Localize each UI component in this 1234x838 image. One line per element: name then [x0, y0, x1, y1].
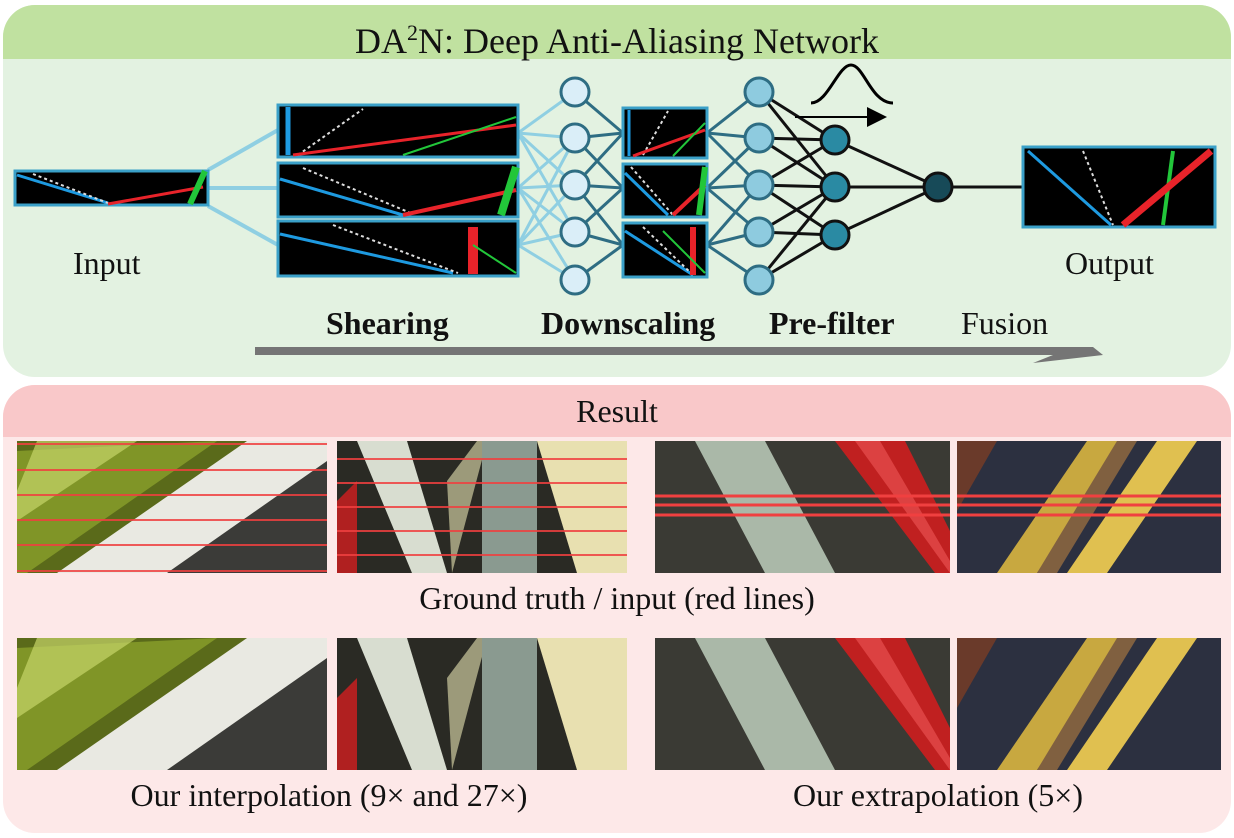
downscaled-image-3 — [621, 221, 709, 279]
node — [743, 264, 775, 296]
input-label: Input — [73, 245, 141, 281]
node — [559, 216, 591, 248]
extrapolation-image-1 — [655, 638, 950, 770]
node — [559, 122, 591, 154]
caption-interpolation: Our interpolation (9× and 27×) — [130, 777, 528, 813]
prefilter-nodes — [819, 124, 851, 251]
input-to-shearing-links — [207, 128, 279, 247]
node — [819, 171, 851, 203]
downscaled-image-2 — [621, 162, 709, 219]
downscaled-image-1 — [621, 106, 709, 160]
result-panel: Result — [3, 385, 1231, 833]
node — [559, 264, 591, 296]
node — [743, 216, 775, 248]
caption-extrapolation: Our extrapolation (5×) — [793, 777, 1083, 813]
title-suffix: N: Deep Anti-Aliasing Network — [418, 21, 879, 61]
ground-truth-image-2 — [337, 441, 627, 573]
network-title: DA2N: Deep Anti-Aliasing Network — [3, 5, 1231, 61]
sheared-image-3 — [276, 219, 520, 278]
node — [743, 169, 775, 201]
title-superscript: 2 — [407, 20, 419, 45]
caption-ground-truth: Ground truth / input (red lines) — [419, 580, 815, 616]
pipeline-arrow — [255, 347, 1103, 363]
node — [743, 76, 775, 108]
extrapolation-image-2 — [957, 638, 1221, 770]
sheared-image-1 — [276, 103, 520, 159]
ground-truth-image-1 — [17, 441, 327, 573]
node — [559, 76, 591, 108]
ground-truth-image-3 — [655, 441, 950, 573]
stage-prefilter: Pre-filter — [769, 305, 895, 341]
stage-shearing: Shearing — [326, 305, 449, 341]
network-diagram — [13, 63, 1217, 363]
layer2-nodes — [743, 76, 775, 296]
node — [819, 219, 851, 251]
stage-fusion: Fusion — [961, 305, 1049, 341]
stage-downscaling: Downscaling — [541, 305, 716, 341]
layer1-nodes — [559, 76, 591, 296]
output-image — [1021, 145, 1217, 229]
input-image — [13, 169, 210, 207]
network-panel: DA2N: Deep Anti-Aliasing Network — [3, 5, 1231, 377]
gaussian-filter-icon — [795, 63, 894, 127]
node — [559, 169, 591, 201]
shearing-to-layer1-links — [516, 90, 577, 282]
sheared-image-2 — [276, 161, 520, 219]
result-header: Result — [3, 385, 1231, 437]
interpolation-image-2 — [337, 638, 627, 770]
node — [819, 124, 851, 156]
title-prefix: DA — [355, 21, 408, 61]
ground-truth-image-4 — [957, 441, 1221, 573]
output-label: Output — [1065, 245, 1154, 281]
fusion-node — [922, 171, 954, 203]
node — [743, 122, 775, 154]
interpolation-image-1 — [17, 638, 327, 770]
